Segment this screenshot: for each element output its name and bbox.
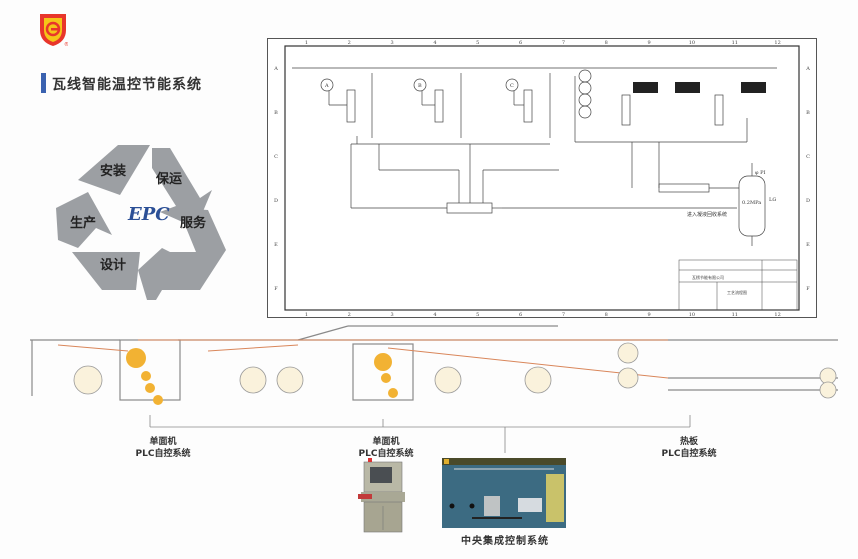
grid-column-label: 2 [348, 40, 351, 46]
grid-column-label: 12 [774, 40, 780, 46]
tank-pressure-indicator: φ PI [755, 170, 765, 176]
tank-pressure: 0.2MPa [742, 200, 761, 206]
grid-row-label: F [806, 286, 810, 292]
company-logo-icon: ® [40, 14, 68, 48]
grid-column-label: 10 [689, 40, 695, 46]
grid-column-label: 8 [605, 40, 608, 46]
single-facer-1-plc-label: 单面机 PLC自控系统 [118, 436, 208, 460]
epc-step-design: 设计 [100, 258, 127, 273]
central-control-label: 中央集成控制系统 [461, 536, 549, 547]
titleblock-company: 瓦楞节能有限公司 [692, 274, 724, 280]
epc-step-production: 生产 [70, 216, 97, 231]
label-line1: 单面机 [149, 437, 177, 447]
grid-column-label: 5 [476, 312, 479, 318]
grid-column-label: 9 [647, 40, 650, 46]
unit-a-label: A [324, 83, 329, 89]
grid-column-label: 6 [519, 312, 522, 318]
single-facer-2-plc-label: 单面机 PLC自控系统 [341, 436, 431, 460]
epc-center-label: EPC [128, 204, 170, 225]
grid-row-label: B [274, 110, 278, 116]
label-line1: 热板 [679, 437, 698, 447]
label-line2: PLC自控系统 [358, 449, 414, 459]
title-accent-bar [41, 73, 46, 93]
grid-column-label: 7 [562, 40, 565, 46]
grid-row-label: C [806, 154, 810, 160]
grid-column-label: 9 [647, 312, 650, 318]
epc-cycle-diagram: 安装 保运 服务 设计 生产 EPC [50, 140, 230, 300]
grid-column-label: 11 [732, 40, 738, 46]
grid-row-label: A [273, 66, 278, 72]
hot-plate-plc-label: 热板 PLC自控系统 [644, 436, 734, 460]
grid-column-label: 5 [476, 40, 479, 46]
grid-row-label: A [805, 66, 810, 72]
grid-row-label: D [806, 198, 810, 204]
grid-column-label: 4 [433, 40, 436, 46]
corrugator-production-line [30, 325, 838, 405]
grid-row-label: D [274, 198, 278, 204]
epc-step-operation: 保运 [156, 172, 183, 187]
grid-row-label: F [274, 286, 278, 292]
unit-b-label: B [418, 83, 422, 89]
svg-text:®: ® [64, 41, 68, 48]
grid-column-label: 12 [774, 312, 780, 318]
grid-column-label: 11 [732, 312, 738, 318]
grid-column-label: 1 [305, 40, 308, 46]
epc-step-install: 安装 [100, 164, 127, 179]
grid-column-label: 4 [433, 312, 436, 318]
connector-lines [149, 415, 691, 453]
grid-column-label: 6 [519, 40, 522, 46]
label-line1: 单面机 [372, 437, 400, 447]
epc-step-service: 服务 [180, 216, 207, 231]
recovery-note: 进入凝液回收系统 [687, 211, 727, 218]
central-control-screen-image [442, 458, 566, 528]
recycle-arrows-icon [56, 145, 226, 300]
grid-row-label: E [274, 242, 278, 248]
label-line2: PLC自控系统 [661, 449, 717, 459]
grid-row-label: C [274, 154, 278, 160]
grid-column-label: 7 [562, 312, 565, 318]
grid-column-label: 8 [605, 312, 608, 318]
grid-column-label: 1 [305, 312, 308, 318]
label-line2: PLC自控系统 [135, 449, 191, 459]
titleblock-drawing: 工艺流程图 [727, 289, 747, 295]
page-title: 瓦线智能温控节能系统 [52, 77, 202, 93]
tank-level-gauge: LG [769, 197, 776, 203]
grid-row-label: E [806, 242, 810, 248]
grid-column-label: 2 [348, 312, 351, 318]
grid-row-label: B [806, 110, 810, 116]
grid-column-label: 3 [390, 312, 393, 318]
grid-column-label: 10 [689, 312, 695, 318]
unit-c-label: C [510, 83, 514, 89]
grid-column-label: 3 [390, 40, 393, 46]
control-cabinet-image [358, 458, 405, 533]
